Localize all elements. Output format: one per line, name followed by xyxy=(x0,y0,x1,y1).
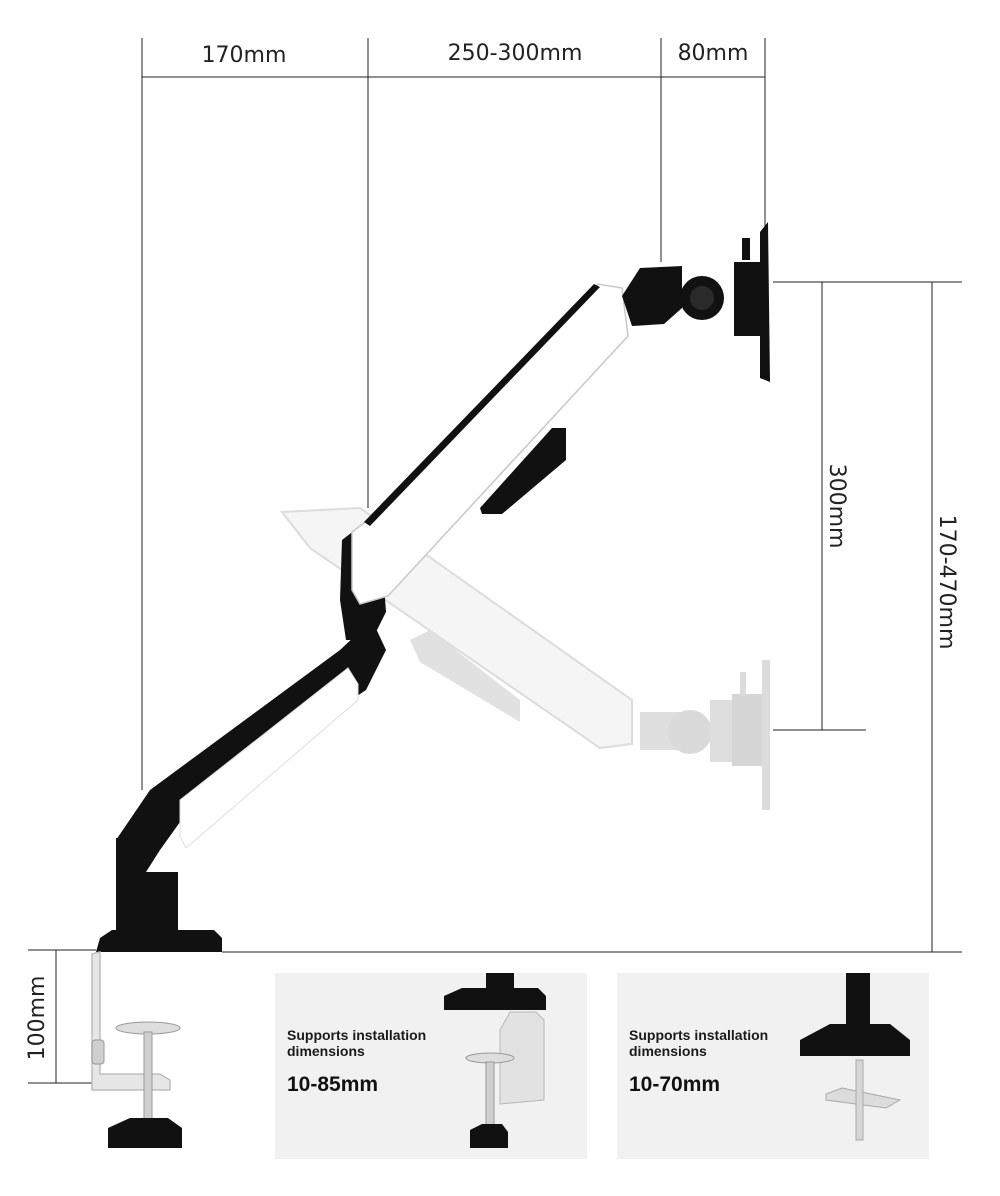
height-range-label: 170-470mm xyxy=(934,515,959,650)
clamp-height-label: 100mm xyxy=(25,976,50,1061)
reach-base-label: 170mm xyxy=(202,43,287,68)
grommet-mount-icon xyxy=(800,973,910,1141)
panel-clamp-title: Supports installation dimensions xyxy=(287,1027,426,1059)
monitor-arm-icon xyxy=(96,222,770,952)
reach-arm-label: 250-300mm xyxy=(448,41,583,66)
panel-grommet-value: 10-70mm xyxy=(629,1073,721,1096)
panel-grommet-title-line2: dimensions xyxy=(629,1043,707,1059)
clamp-mount-icon xyxy=(444,973,546,1148)
panel-grommet-title-line1: Supports installation xyxy=(629,1027,769,1043)
dimension-lines xyxy=(28,38,962,1084)
vertical-travel-label: 300mm xyxy=(824,464,849,549)
reach-head-label: 80mm xyxy=(678,41,749,66)
panel-grommet-title: Supports installation dimensions xyxy=(629,1027,768,1059)
desk-clamp-icon xyxy=(91,951,182,1148)
install-panel-grommet xyxy=(617,973,929,1159)
panel-clamp-title-line2: dimensions xyxy=(287,1043,365,1059)
panel-clamp-title-line1: Supports installation xyxy=(287,1027,427,1043)
panel-clamp-value: 10-85mm xyxy=(287,1073,379,1096)
